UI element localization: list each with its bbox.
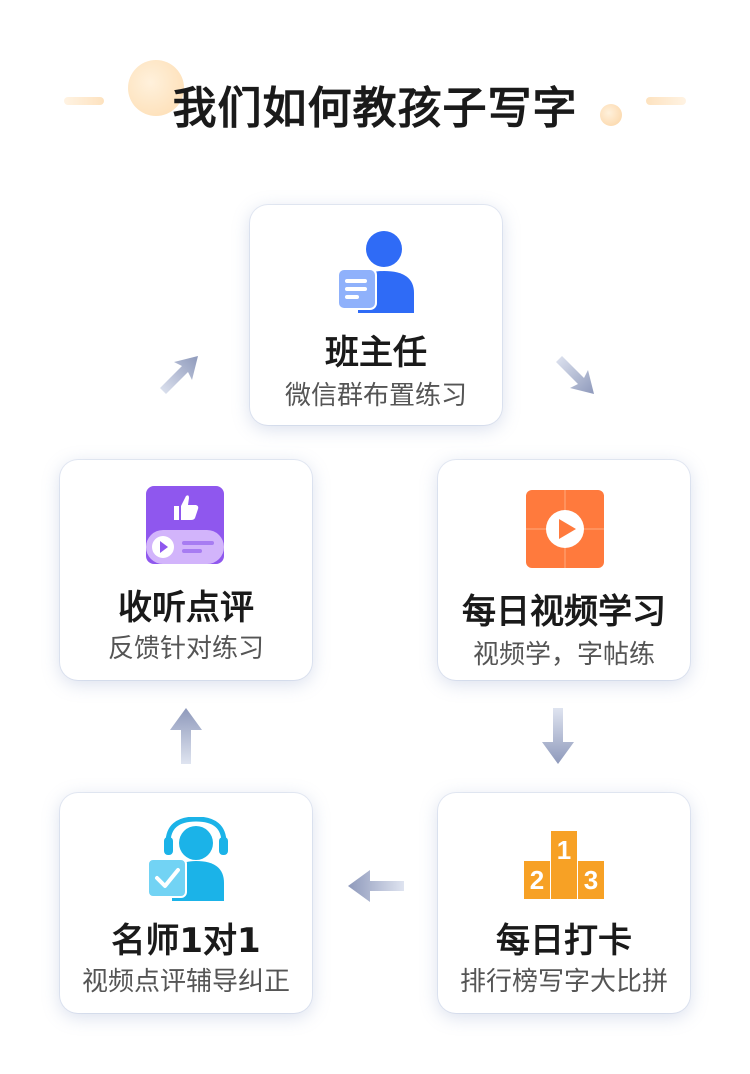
step-card-teacher: 班主任 微信群布置练习 — [250, 205, 502, 425]
step-card-review: 收听点评 反馈针对练习 — [60, 460, 312, 680]
decor-circle-small — [600, 104, 622, 126]
arrow-left-icon — [348, 870, 404, 902]
step-card-video: 每日视频学习 视频学，字帖练 — [438, 460, 690, 680]
step-card-checkin: 1 2 3 每日打卡 排行榜写字大比拼 — [438, 793, 690, 1013]
step-title: 每日视频学习 — [462, 592, 666, 632]
arrow-up-icon — [170, 708, 202, 764]
arrow-down-icon — [542, 708, 574, 764]
step-subtitle: 反馈针对练习 — [107, 634, 264, 664]
step-subtitle: 排行榜写字大比拼 — [459, 967, 668, 997]
page-title: 我们如何教孩子写字 — [172, 83, 578, 134]
decor-circle-large — [128, 60, 184, 116]
decor-line-left — [64, 97, 104, 105]
podium-number-3: 3 — [584, 865, 598, 895]
step-title: 每日打卡 — [496, 921, 632, 961]
arrow-up-right-icon — [160, 356, 198, 394]
step-title: 名师1对1 — [111, 921, 261, 961]
step-title: 班主任 — [325, 333, 427, 373]
arrow-down-right-icon — [556, 356, 594, 394]
teacher-icon — [337, 231, 414, 313]
header: 我们如何教孩子写字 — [0, 0, 750, 160]
step-subtitle: 微信群布置练习 — [284, 381, 467, 411]
headset-tutor-icon — [147, 817, 228, 901]
podium-number-1: 1 — [557, 835, 571, 865]
step-subtitle: 视频学，字帖练 — [472, 640, 655, 670]
step-title: 收听点评 — [118, 588, 254, 628]
video-play-icon — [526, 490, 604, 568]
podium-icon: 1 2 3 — [524, 831, 604, 899]
podium-number-2: 2 — [530, 865, 544, 895]
decor-line-right — [646, 97, 686, 105]
thumbs-up-review-icon — [146, 486, 224, 564]
step-subtitle: 视频点评辅导纠正 — [81, 967, 290, 997]
step-card-mentor: 名师1对1 视频点评辅导纠正 — [60, 793, 312, 1013]
